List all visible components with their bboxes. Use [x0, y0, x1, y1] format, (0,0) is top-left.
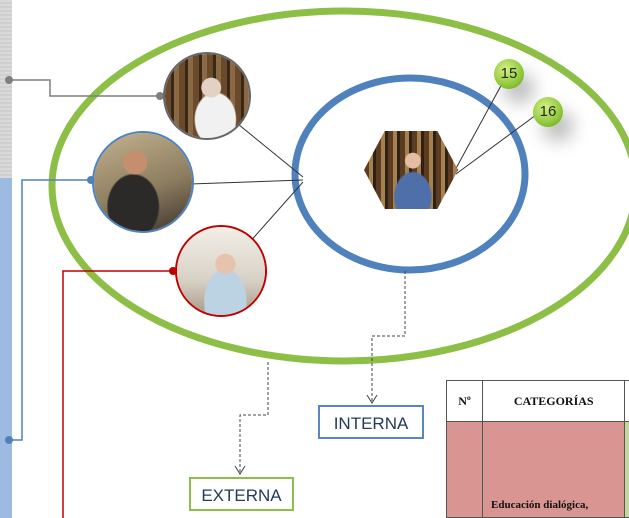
- table-cell-extra: [624, 421, 629, 518]
- external-ellipse: [48, 7, 629, 365]
- internal-ellipse: [291, 74, 529, 274]
- person-photo-icon: [364, 131, 458, 209]
- dashed-arrow-interna-head: [366, 394, 378, 404]
- number-badge-15: 15: [494, 59, 524, 89]
- link-line-badge-16: [455, 111, 541, 175]
- table-header-extra: [624, 380, 629, 422]
- number-badge-16: 16: [533, 97, 563, 127]
- externa-label: EXTERNA: [189, 477, 294, 511]
- link-line-1: [232, 119, 304, 178]
- link-line-2: [189, 179, 304, 185]
- category-text: Educación dialógica,: [491, 499, 589, 511]
- gray-connector: [9, 79, 163, 97]
- red-connector: [62, 270, 173, 518]
- blue-connector: [9, 179, 91, 441]
- dashed-arrow-interna: [371, 271, 406, 403]
- link-line-3: [247, 181, 304, 245]
- categories-table: Nº CATEGORÍAS Educación dialógica,: [445, 380, 629, 518]
- table-cell-number: [445, 421, 484, 518]
- gray-connector-end-dot: [156, 92, 164, 100]
- blue-connector-start-dot: [5, 436, 13, 444]
- table-header-number: Nº: [445, 380, 484, 422]
- photo-center-man: [364, 131, 458, 209]
- gray-connector-dot: [5, 76, 13, 84]
- photo-woman-reading: [92, 131, 194, 233]
- interna-label: INTERNA: [318, 405, 424, 439]
- left-gray-stripe: [0, 0, 12, 178]
- table-header-row: Nº CATEGORÍAS: [445, 380, 629, 422]
- left-blue-stripe: [0, 178, 12, 518]
- photo-woman-glasses: [175, 225, 267, 317]
- table-header-categorias: CATEGORÍAS: [482, 380, 626, 422]
- dashed-arrow-externa-head: [234, 465, 246, 475]
- table-cell-category: Educación dialógica,: [482, 421, 626, 518]
- person-photo-icon: [94, 133, 192, 231]
- photo-man-library: [163, 52, 251, 140]
- person-photo-icon: [165, 54, 249, 138]
- link-line-badge-15: [453, 81, 504, 173]
- dashed-arrow-externa: [239, 362, 269, 474]
- person-photo-icon: [177, 227, 265, 315]
- table-row: Educación dialógica,: [445, 421, 629, 518]
